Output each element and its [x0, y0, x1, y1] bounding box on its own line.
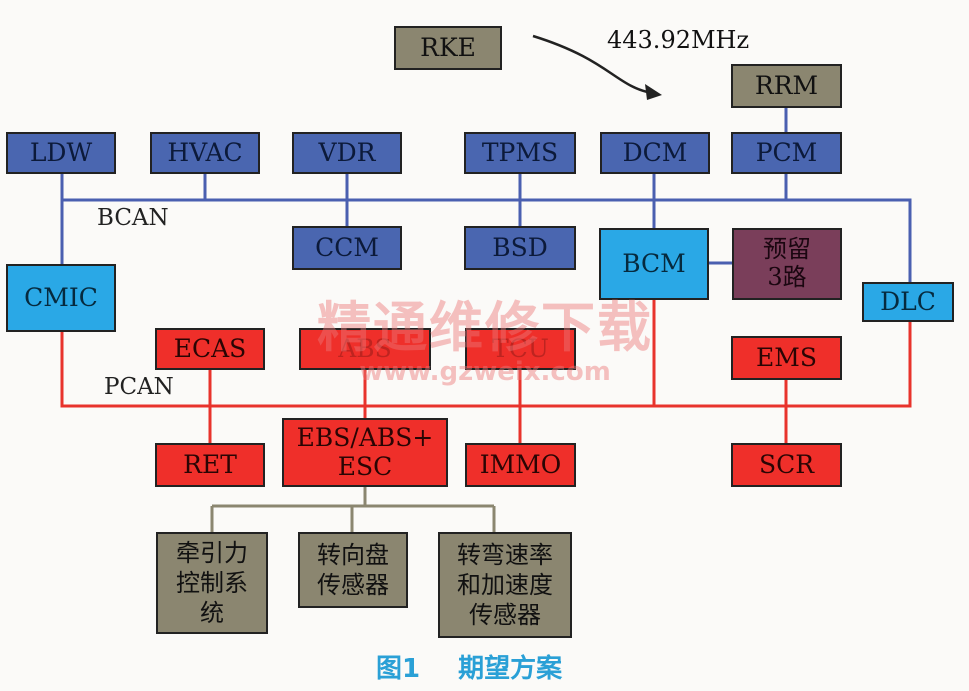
- node-traction-control: 牵引力 控制系 统: [156, 532, 268, 634]
- node-rke: RKE: [394, 26, 502, 70]
- node-tcu: TCU: [465, 328, 576, 370]
- figure-title: 期望方案: [458, 654, 563, 684]
- node-hvac: HVAC: [150, 132, 260, 174]
- node-cmic: CMIC: [6, 264, 116, 332]
- pcan-trunk: [60, 322, 912, 408]
- pcan-label: PCAN: [104, 374, 174, 400]
- node-ems: EMS: [731, 336, 842, 380]
- node-bsd: BSD: [464, 226, 576, 270]
- wireless-arrow-icon: [532, 34, 662, 100]
- node-tpms: TPMS: [464, 132, 576, 174]
- node-vdr: VDR: [292, 132, 402, 174]
- figure-caption: 图1 期望方案: [376, 648, 562, 685]
- node-ret: RET: [155, 443, 265, 487]
- bcan-trunk: [60, 198, 912, 282]
- node-ebs: EBS/ABS+ ESC: [282, 418, 448, 487]
- node-abs: ABS: [299, 328, 431, 370]
- node-steering-sensor: 转向盘 传感器: [298, 532, 408, 608]
- node-ccm: CCM: [292, 226, 402, 270]
- frequency-label: 443.92MHz: [607, 26, 750, 54]
- bcan-bus: [60, 108, 912, 282]
- node-dcm: DCM: [600, 132, 710, 174]
- node-pcm: PCM: [731, 132, 842, 174]
- node-dlc: DLC: [862, 282, 954, 322]
- node-bcm: BCM: [599, 228, 709, 300]
- node-immo: IMMO: [465, 443, 576, 487]
- node-ecas: ECAS: [155, 328, 265, 370]
- node-scr: SCR: [731, 443, 842, 487]
- node-rrm: RRM: [731, 64, 842, 108]
- node-yaw-accel-sensor: 转弯速率 和加速度 传感器: [438, 532, 572, 638]
- node-reserved: 预留 3路: [732, 228, 842, 300]
- figure-number: 图1: [376, 654, 421, 684]
- sensor-links: [210, 487, 496, 532]
- bcan-label: BCAN: [97, 205, 169, 231]
- pcan-bus: [60, 300, 912, 443]
- node-ldw: LDW: [6, 132, 116, 174]
